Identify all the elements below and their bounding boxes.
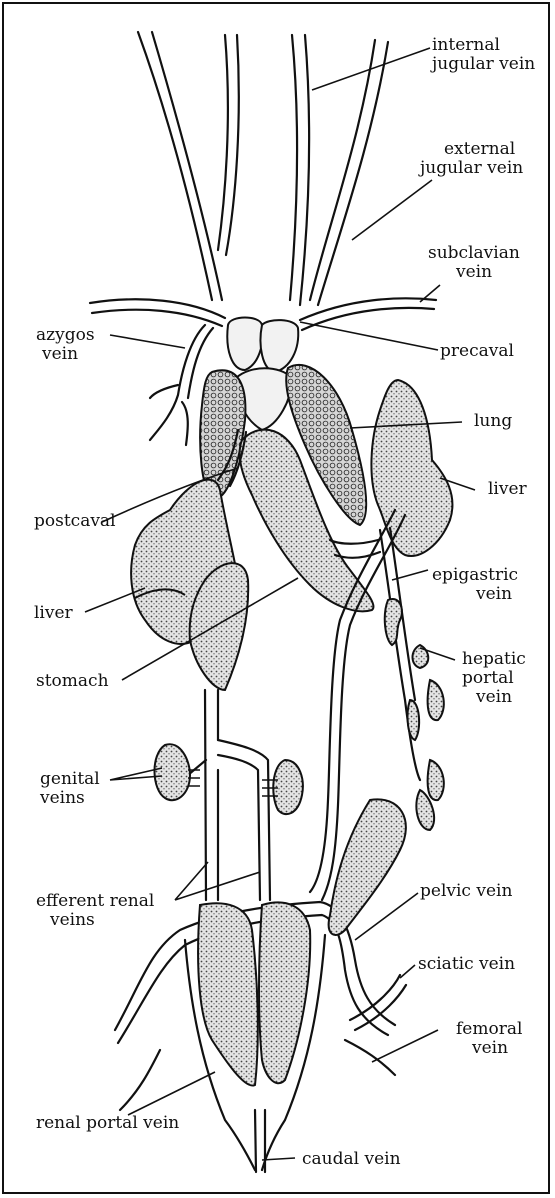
sciatic-vein <box>350 975 406 1030</box>
left-external-jugular-vein <box>218 35 239 255</box>
label-femoral-vein: femoral vein <box>456 1020 522 1058</box>
label-hepatic-portal-vein: hepatic portal vein <box>462 650 526 707</box>
label-internal-jugular-vein: internal jugular vein <box>432 36 535 74</box>
label-pelvic-vein: pelvic vein <box>420 882 512 901</box>
genital-vein-connectors <box>188 770 278 796</box>
label-precaval: precaval <box>440 342 514 361</box>
left-subclavian-vein <box>90 299 225 326</box>
right-internal-jugular-vein <box>290 35 309 305</box>
left-liver-lobe <box>131 480 248 690</box>
label-external-jugular-vein: external jugular vein <box>440 140 523 178</box>
label-lung: lung <box>474 412 512 431</box>
right-gonad <box>273 760 303 814</box>
label-efferent-renal-veins: efferent renal veins <box>36 892 154 930</box>
label-caudal-vein: caudal vein <box>302 1150 401 1169</box>
label-genital-veins: genital veins <box>40 770 100 808</box>
right-external-jugular-vein <box>310 40 388 305</box>
left-kidney <box>198 903 258 1085</box>
label-renal-portal-vein: renal portal vein <box>36 1114 179 1133</box>
label-liver-right: liver <box>488 480 527 499</box>
right-subclavian-vein <box>300 298 436 330</box>
label-sciatic-vein: sciatic vein <box>418 955 515 974</box>
left-internal-jugular-vein <box>138 32 222 300</box>
label-liver-left: liver <box>34 604 73 623</box>
label-epigastric-vein: epigastric vein <box>432 566 518 604</box>
label-subclavian-vein: subclavian vein <box>428 244 520 282</box>
label-postcaval: postcaval <box>34 512 116 531</box>
right-kidney <box>259 902 310 1083</box>
label-stomach: stomach <box>36 672 109 691</box>
intestine-loops <box>385 599 444 830</box>
urinary-bladder <box>329 799 406 935</box>
label-azygos-vein: azygos vein <box>36 326 95 364</box>
left-gonad <box>154 744 190 800</box>
efferent-renal-veins <box>188 740 270 900</box>
